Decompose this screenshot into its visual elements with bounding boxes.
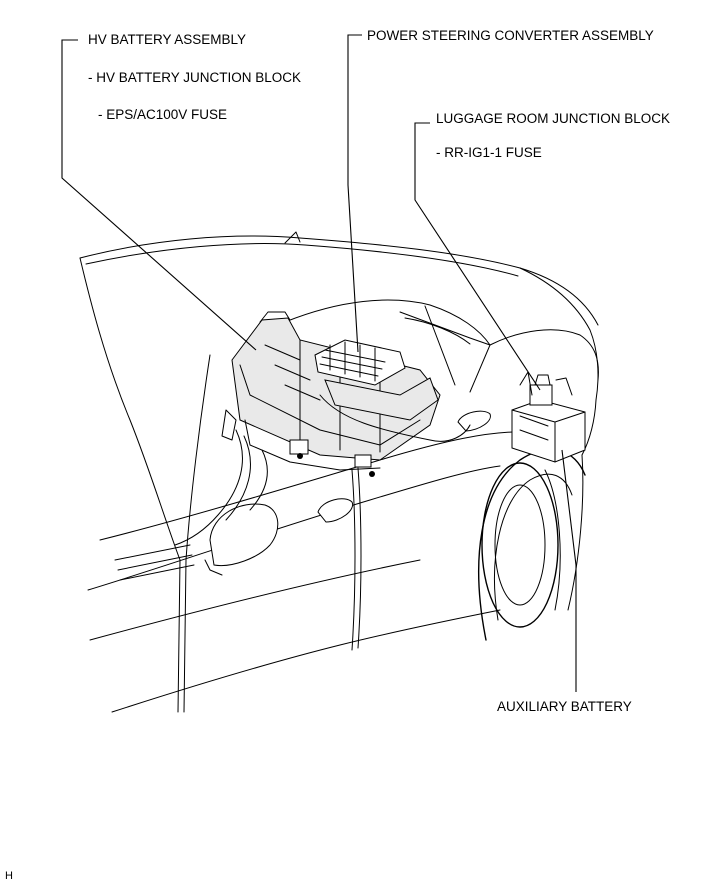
label-eps-ac100v-fuse: - EPS/AC100V FUSE (98, 107, 228, 122)
label-auxiliary-battery: AUXILIARY BATTERY (497, 699, 632, 714)
figure-code: H (5, 870, 13, 882)
car-body-outline (79, 231, 599, 713)
label-rr-ig1-1-fuse: - RR-IG1-1 FUSE (436, 145, 542, 160)
label-hv-battery-junction-block: - HV BATTERY JUNCTION BLOCK (88, 70, 302, 85)
auxiliary-battery-drawing (511, 371, 586, 463)
label-power-steering-converter-assembly: POWER STEERING CONVERTER ASSEMBLY (367, 28, 654, 43)
leader-luggage-room-junction-block (414, 122, 541, 391)
leader-hv-battery (61, 39, 257, 351)
leader-auxiliary-battery (561, 449, 577, 692)
leader-power-steering-converter (347, 34, 362, 353)
hv-battery-assembly-drawing (174, 311, 441, 546)
label-hv-battery-assembly: HV BATTERY ASSEMBLY (88, 32, 247, 47)
power-steering-converter-drawing (314, 339, 471, 442)
leader-lines (61, 34, 577, 692)
label-luggage-room-junction-block: LUGGAGE ROOM JUNCTION BLOCK (436, 111, 671, 126)
